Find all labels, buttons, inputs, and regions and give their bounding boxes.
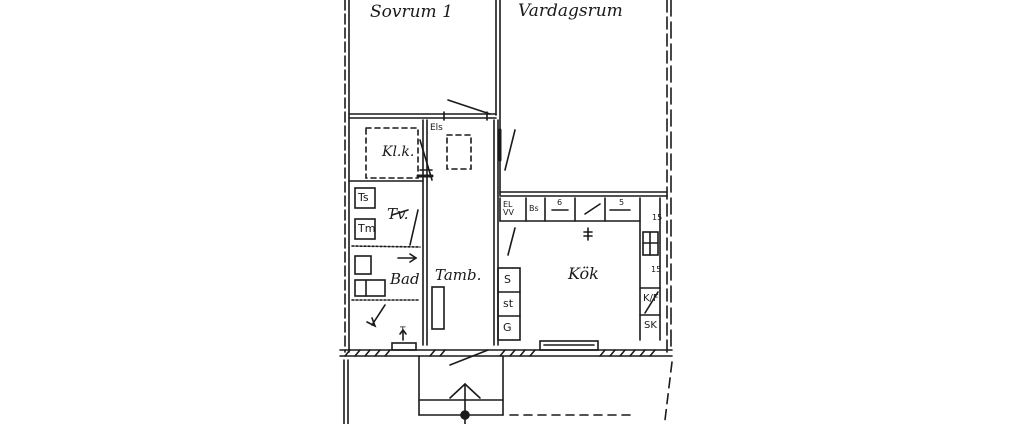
fixture-6: 6 xyxy=(557,198,563,207)
room-label-tamb: Tamb. xyxy=(435,266,482,284)
tv-door-arc xyxy=(391,209,409,216)
room-label-klk: Kl.k. xyxy=(382,144,415,160)
wall-tamb-east xyxy=(493,119,516,346)
fixture-kf: K/F xyxy=(643,293,659,304)
kitchen-cabinets-west xyxy=(497,267,521,341)
room-label-bad: Bad xyxy=(390,270,420,288)
tv-door xyxy=(409,209,419,246)
room-label-tv: Tv. xyxy=(387,205,409,223)
fixture-st: st xyxy=(503,297,514,310)
outer-wall-left xyxy=(344,0,350,353)
closet-shelf xyxy=(365,127,419,179)
fixture-tm: Tm xyxy=(358,222,376,235)
fixture-els: Els xyxy=(430,123,443,133)
tamb-cabinet xyxy=(431,286,445,330)
room-label-vardagsrum: Vardagsrum xyxy=(518,1,623,21)
entrance-door xyxy=(449,349,489,366)
fixture-ts: Ts xyxy=(358,191,369,204)
fixture-s: S xyxy=(504,273,511,286)
els-cabinet xyxy=(446,134,472,170)
bad-cabinet xyxy=(354,255,372,275)
kitchen-door xyxy=(507,227,516,256)
wall-vardagsrum-south xyxy=(499,191,668,197)
fixture-t: T xyxy=(400,326,406,336)
fixture-15-b: 15 xyxy=(651,265,662,274)
tm-box xyxy=(354,218,376,240)
bathtub xyxy=(354,279,386,297)
fixture-15-a: 15 xyxy=(652,213,663,222)
room-label-sovrum1: Sovrum 1 xyxy=(370,2,453,22)
wall-closet-hall xyxy=(416,119,434,346)
fixture-sk: SK xyxy=(644,320,657,331)
bad-arrow-head xyxy=(409,253,418,263)
wall-sovrum-vardagsrum xyxy=(495,0,501,196)
fixture-bs: Bs xyxy=(529,204,539,213)
bad-wall-dotted xyxy=(351,245,421,248)
kitchen-counter-top xyxy=(499,197,661,341)
outer-wall-south xyxy=(339,340,673,366)
wall-sovrum-south xyxy=(348,99,497,121)
ts-box xyxy=(354,187,376,209)
outer-wall-right xyxy=(666,0,672,353)
fixture-5: 5 xyxy=(619,198,625,207)
fixture-g: G xyxy=(503,321,512,334)
room-label-kok: Kök xyxy=(568,264,599,283)
fixture-el-vv: EL VV xyxy=(503,200,514,217)
stairwell xyxy=(343,355,673,424)
